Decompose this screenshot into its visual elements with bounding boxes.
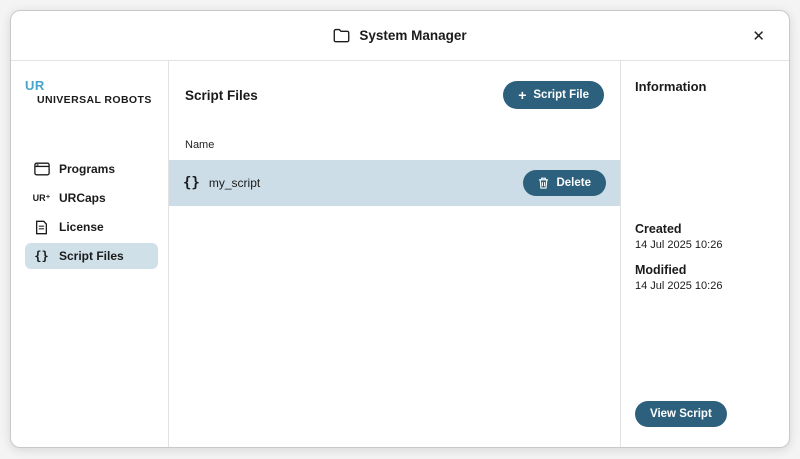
information-title: Information (635, 79, 707, 94)
license-icon (33, 219, 50, 235)
panel-header: Script Files + Script File (185, 81, 604, 109)
panel-title: Script Files (185, 87, 258, 103)
urcaps-icon: UR⁺ (32, 192, 51, 203)
delete-button[interactable]: Delete (523, 170, 606, 196)
programs-icon (33, 161, 50, 177)
script-files-icon: {} (34, 249, 49, 263)
table-row-my-script[interactable]: {} my_script Delete (169, 160, 620, 206)
created-label: Created (635, 222, 682, 236)
system-manager-dialog: System Manager ✕ UR UNIVERSAL ROBOTS (10, 10, 790, 448)
modified-label: Modified (635, 263, 687, 277)
file-metadata: Created 14 Jul 2025 10:26 Modified 14 Ju… (635, 222, 775, 292)
sidebar-item-programs[interactable]: Programs (25, 156, 158, 182)
close-button[interactable]: ✕ (748, 25, 769, 47)
close-icon: ✕ (752, 27, 765, 45)
sidebar-item-label: Script Files (59, 249, 124, 263)
sidebar-item-script-files[interactable]: {} Script Files (25, 243, 158, 269)
title-bar: System Manager ✕ (11, 11, 789, 61)
sidebar-item-label: License (59, 220, 104, 234)
trash-icon (538, 177, 549, 189)
brand-name: UNIVERSAL ROBOTS (37, 94, 152, 106)
folder-icon (333, 28, 350, 43)
dialog-content: UR UNIVERSAL ROBOTS Programs UR⁺ URCaps (11, 61, 789, 447)
modified-value: 14 Jul 2025 10:26 (635, 280, 723, 292)
script-files-panel: Script Files + Script File Name {} my_sc… (169, 61, 621, 447)
ur-logo-icon: UR (25, 78, 45, 93)
title-group: System Manager (333, 28, 467, 43)
brand: UR UNIVERSAL ROBOTS (25, 77, 158, 106)
plus-icon: + (518, 87, 527, 103)
column-header-name: Name (185, 139, 215, 151)
script-file-icon: {} (183, 175, 200, 191)
add-script-file-label: Script File (533, 89, 589, 101)
view-script-label: View Script (650, 408, 712, 420)
file-name: my_script (208, 176, 261, 190)
window-title: System Manager (359, 28, 467, 43)
created-value: 14 Jul 2025 10:26 (635, 239, 723, 251)
add-script-file-button[interactable]: + Script File (503, 81, 604, 109)
view-script-button[interactable]: View Script (635, 401, 727, 427)
sidebar-item-label: Programs (59, 162, 116, 176)
sidebar-item-license[interactable]: License (25, 214, 158, 240)
sidebar-item-label: URCaps (59, 191, 106, 205)
sidebar-item-urcaps[interactable]: UR⁺ URCaps (25, 185, 158, 211)
delete-label: Delete (556, 177, 591, 189)
sidebar: UR UNIVERSAL ROBOTS Programs UR⁺ URCaps (11, 61, 169, 447)
file-name-group: {} my_script (183, 176, 260, 190)
information-panel: Information Created 14 Jul 2025 10:26 Mo… (621, 61, 789, 447)
